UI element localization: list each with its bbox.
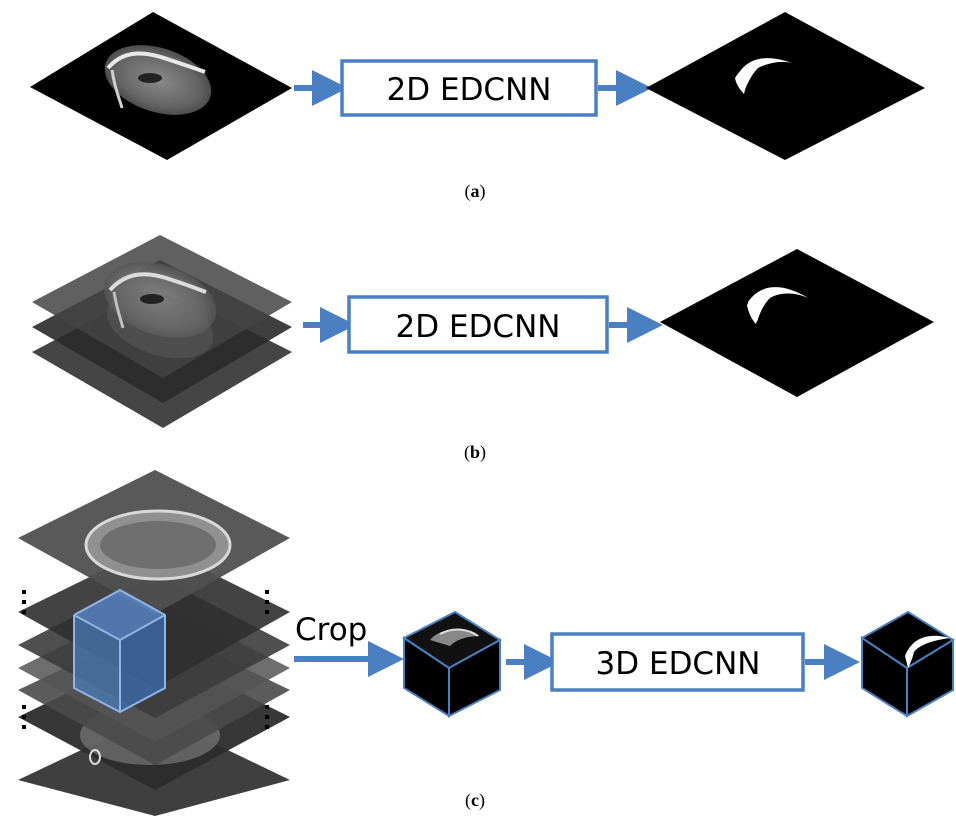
network-box-2d: 2D EDCNN [340, 59, 598, 117]
cropped-input-cube [402, 610, 502, 718]
svg-text:2D EDCNN: 2D EDCNN [396, 309, 561, 345]
input-ct-slice [30, 12, 292, 160]
svg-text:3D EDCNN: 3D EDCNN [596, 646, 761, 682]
caption-c: (c) [465, 790, 485, 811]
crop-region-cube [73, 588, 166, 714]
ellipsis-dots-left-top [22, 590, 26, 614]
ellipsis-dots-right-top [265, 590, 269, 614]
caption-b: (b) [464, 442, 486, 463]
network-box-2d-stack: 2D EDCNN [347, 295, 609, 354]
output-mask-slice-b [660, 249, 934, 397]
ellipsis-dots-right-bottom [265, 705, 269, 729]
input-slice-stack [32, 235, 292, 428]
panel-c: Crop 3D EDCNN [18, 470, 955, 816]
svg-text:2D EDCNN: 2D EDCNN [387, 72, 552, 108]
panel-b: 2D EDCNN [32, 235, 934, 428]
input-volume-stack [18, 470, 290, 816]
caption-a: (a) [465, 181, 486, 202]
output-mask-slice [646, 12, 925, 160]
network-box-3d: 3D EDCNN [550, 632, 805, 692]
panel-a: 2D EDCNN [30, 12, 925, 160]
ellipsis-dots-left-bottom [22, 705, 26, 729]
crop-label: Crop [295, 612, 367, 648]
output-mask-cube [860, 610, 955, 718]
